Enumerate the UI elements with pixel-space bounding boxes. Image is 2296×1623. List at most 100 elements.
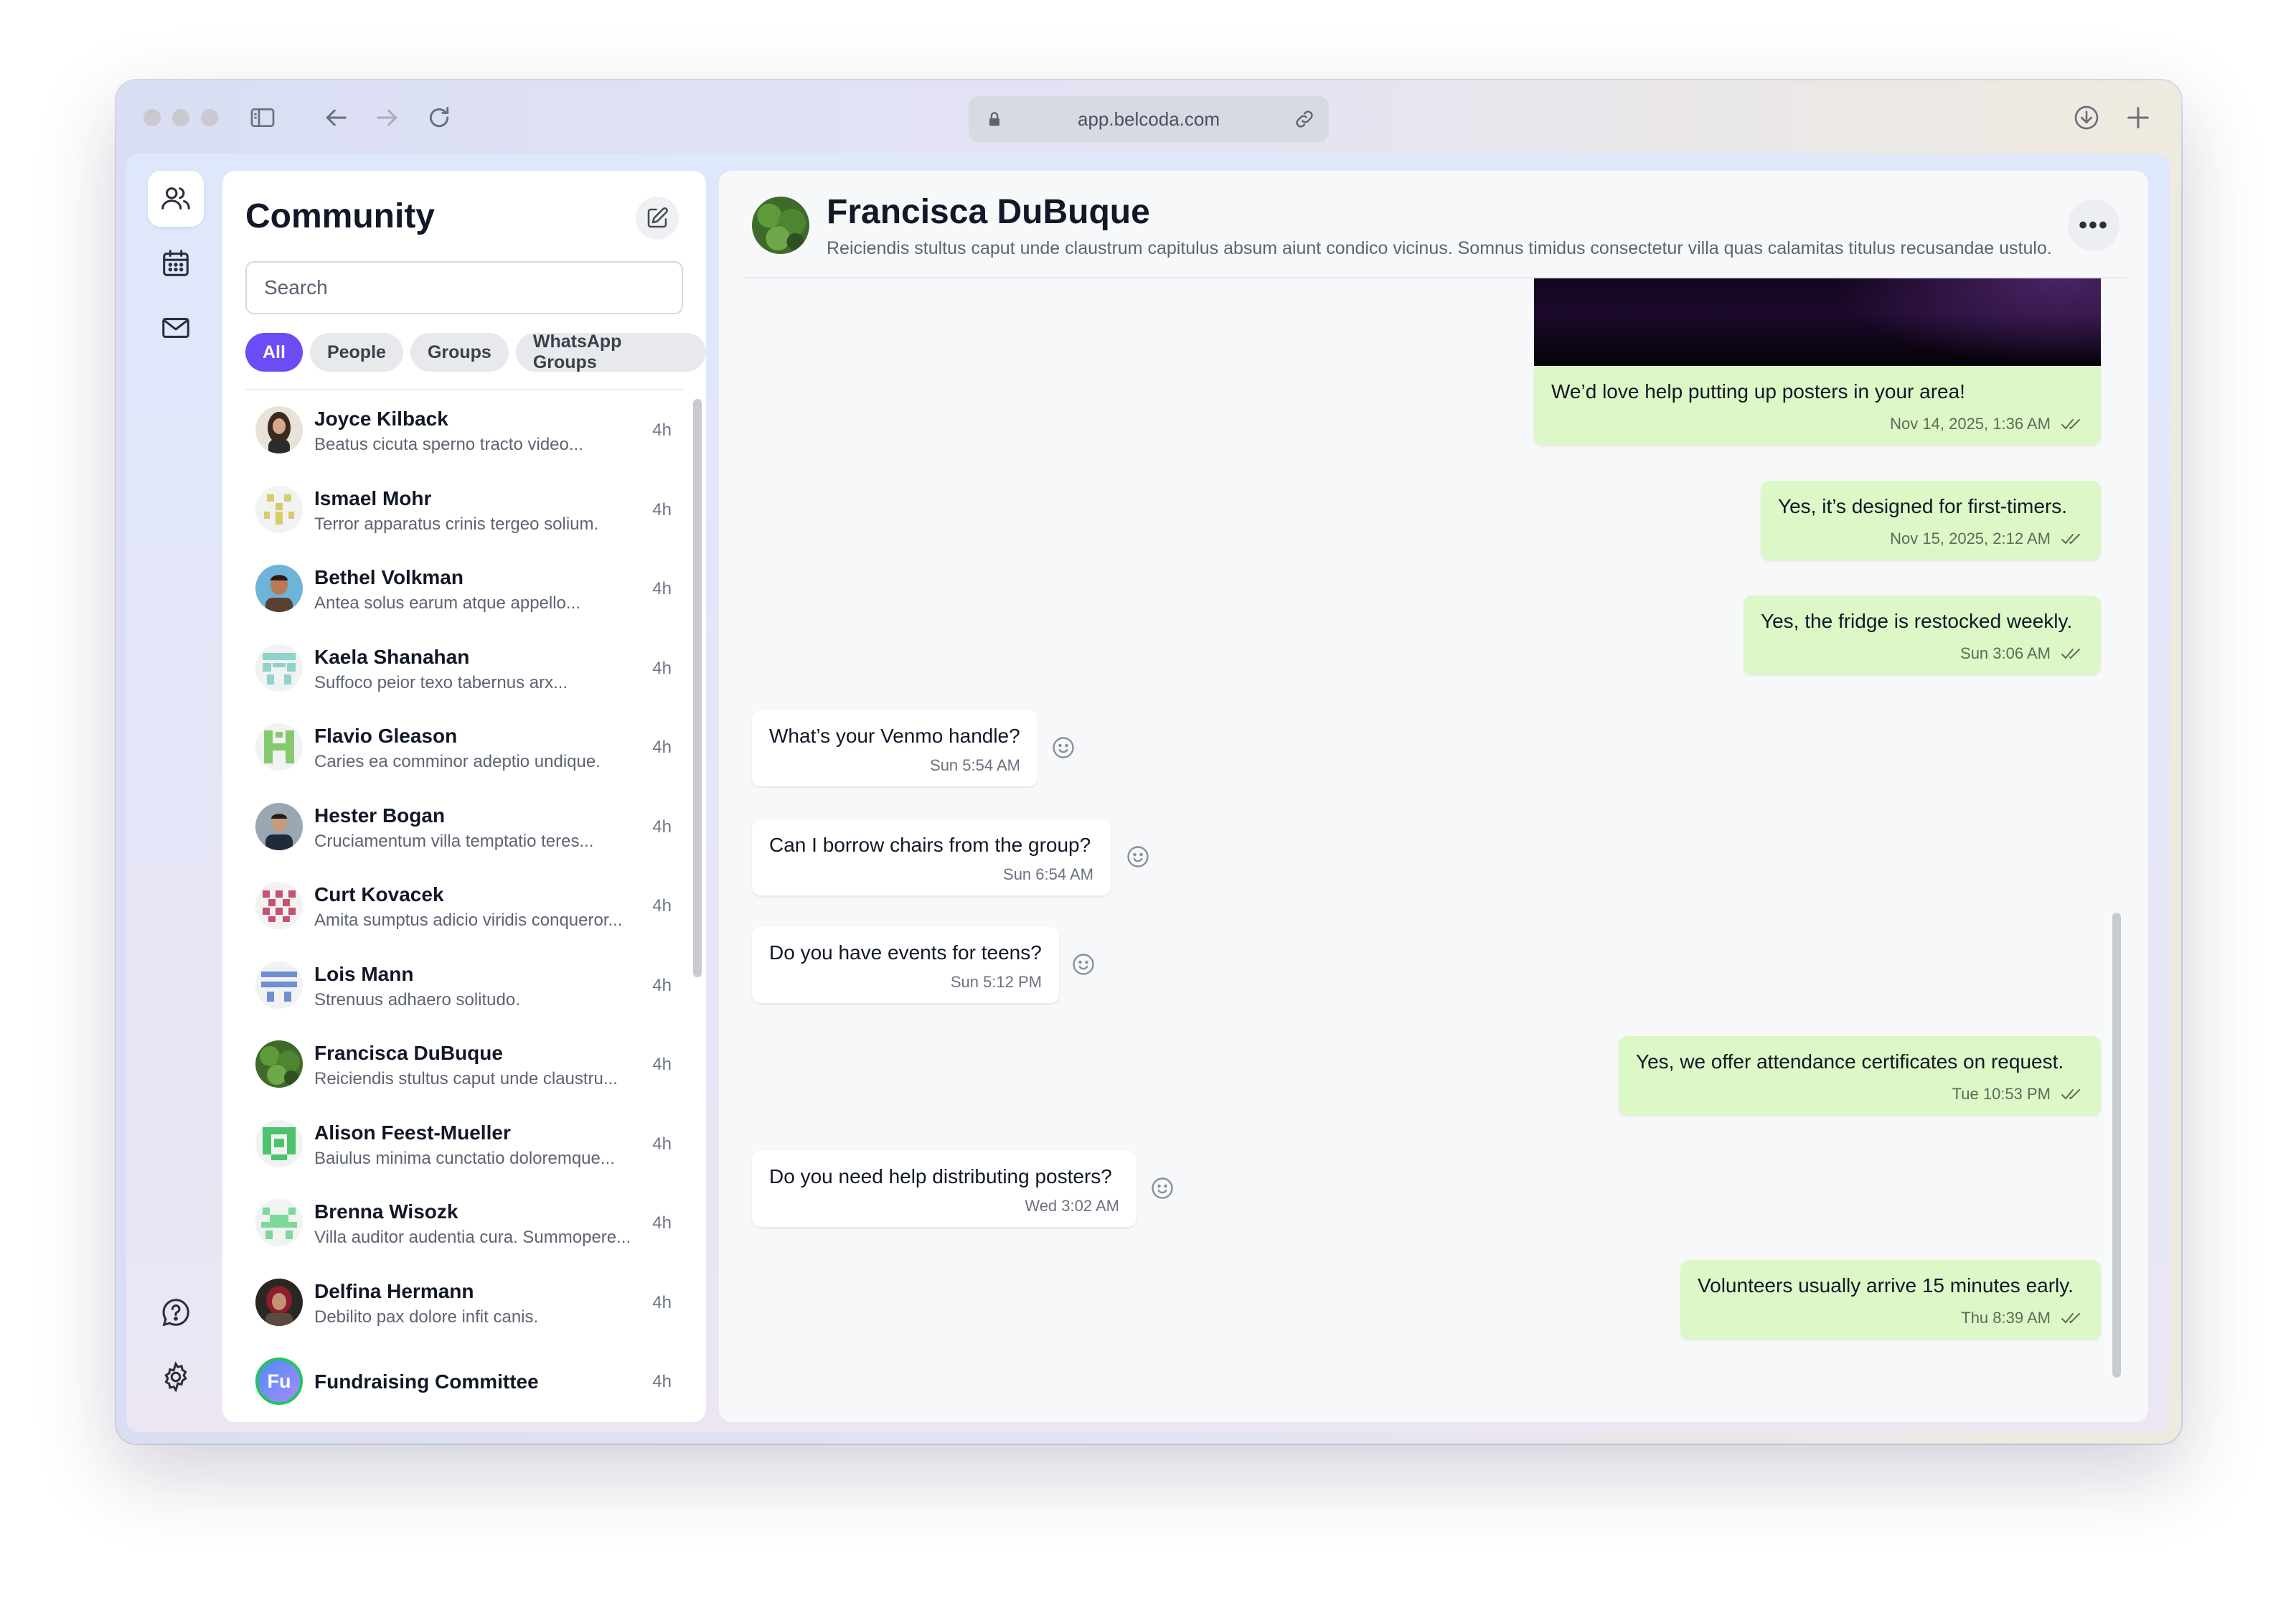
list-item[interactable]: Alison Feest-Mueller Baiulus minima cunc… [222, 1104, 689, 1184]
contact-name: Kaela Shanahan [314, 645, 470, 668]
conversation-list: Joyce Kilback Beatus cicuta sperno tract… [222, 390, 689, 1422]
message-bubble-outgoing[interactable]: Volunteers usually arrive 15 minutes ear… [1680, 1260, 2101, 1339]
emoji-reaction-icon[interactable] [1071, 951, 1096, 977]
gear-icon [164, 1361, 187, 1393]
avatar[interactable] [752, 197, 809, 254]
contact-name: Hester Bogan [314, 804, 446, 827]
list-item[interactable]: Fu Fundraising Committee 4h [222, 1342, 689, 1421]
mail-icon [162, 318, 189, 338]
message-meta: Sun 6:54 AM [1003, 865, 1093, 884]
link-icon[interactable] [1293, 108, 1316, 131]
timestamp: 4h [652, 1372, 672, 1391]
timestamp: 4h [652, 1055, 672, 1074]
url-text: app.belcoda.com [1077, 108, 1220, 130]
list-item[interactable]: Francisca DuBuque Reiciendis stultus cap… [222, 1025, 689, 1104]
timestamp: 4h [652, 420, 672, 440]
list-item[interactable]: Flavio Gleason Caries ea comminor adepti… [222, 707, 689, 787]
timestamp: 4h [652, 1292, 672, 1312]
avatar [255, 723, 303, 771]
address-bar[interactable]: app.belcoda.com [969, 96, 1329, 142]
message-bubble-incoming[interactable]: What’s your Venmo handle? Sun 5:54 AM [752, 710, 1038, 786]
filter-people[interactable]: People [309, 333, 403, 372]
timestamp: 4h [652, 499, 672, 519]
list-item[interactable]: Delfina Hermann Debilito pax dolore infi… [222, 1263, 689, 1342]
message-preview: Baiulus minima cunctatio doloremque... [314, 1148, 615, 1168]
message-bubble-outgoing[interactable]: Yes, it’s designed for first-timers. Nov… [1761, 481, 2101, 560]
compose-button[interactable] [636, 197, 679, 240]
message-preview: Debilito pax dolore infit canis. [314, 1307, 539, 1327]
message-text: Do you have events for teens? [769, 941, 1042, 964]
media-attachment[interactable] [1534, 278, 2101, 366]
message-bubble-incoming[interactable]: Do you have events for teens? Sun 5:12 P… [752, 927, 1059, 1003]
list-item[interactable]: Lois Mann Strenuus adhaero solitudo. 4h [222, 946, 689, 1025]
avatar: Fu [255, 1358, 303, 1405]
minimize-window-button[interactable] [172, 109, 189, 126]
emoji-reaction-icon[interactable] [1149, 1175, 1175, 1201]
message-preview: Strenuus adhaero solitudo. [314, 989, 520, 1010]
message-time: Sun 6:54 AM [1003, 865, 1093, 883]
filter-whatsapp-groups[interactable]: WhatsApp Groups [515, 331, 706, 372]
forward-arrow-icon[interactable] [370, 100, 405, 135]
lock-icon [989, 112, 999, 126]
avatar [255, 1040, 303, 1088]
double-check-icon [2061, 1313, 2080, 1324]
message-preview: Beatus cicuta sperno tracto video... [314, 435, 583, 454]
message-text: We’d love help putting up posters in you… [1551, 380, 1965, 403]
double-check-icon [2061, 534, 2080, 545]
sidebar-toggle-icon[interactable] [245, 100, 280, 135]
download-icon[interactable] [2069, 100, 2104, 135]
nav-events-button[interactable] [148, 235, 204, 291]
new-tab-icon[interactable] [2121, 100, 2155, 135]
back-arrow-icon[interactable] [319, 100, 353, 135]
message-text: Yes, the fridge is restocked weekly. [1761, 610, 2073, 632]
search-input[interactable] [245, 261, 683, 314]
emoji-reaction-icon[interactable] [1050, 735, 1076, 761]
conversation-description: Reiciendis stultus caput unde claustrum … [827, 238, 2052, 258]
help-button[interactable] [148, 1284, 204, 1340]
avatar [255, 1119, 303, 1167]
timestamp: 4h [652, 658, 672, 678]
list-item[interactable]: Brenna Wisozk Villa auditor audentia cur… [222, 1183, 689, 1263]
message-time: Nov 14, 2025, 1:36 AM [1890, 415, 2051, 433]
zoom-window-button[interactable] [201, 109, 218, 126]
avatar [255, 802, 303, 850]
window-controls [144, 109, 218, 126]
contact-name: Bethel Volkman [314, 566, 464, 588]
page-title: Community [245, 197, 435, 235]
emoji-reaction-icon[interactable] [1125, 844, 1151, 870]
more-options-button[interactable]: ••• [2068, 199, 2119, 251]
list-item[interactable]: Bethel Volkman Antea solus earum atque a… [222, 549, 689, 629]
list-item[interactable]: Hester Bogan Cruciamentum villa temptati… [222, 787, 689, 867]
message-bubble-outgoing[interactable]: Yes, we offer attendance certificates on… [1619, 1036, 2101, 1115]
conversation-scrollbar[interactable] [2112, 913, 2121, 1378]
contact-name: Lois Mann [314, 962, 414, 985]
list-item[interactable]: Curt Kovacek Amita sumptus adicio viridi… [222, 866, 689, 946]
community-panel: Community All People Groups WhatsApp Gro… [222, 171, 706, 1422]
message-meta: Nov 15, 2025, 2:12 AM [1890, 530, 2084, 548]
conversation-title: Francisca DuBuque [827, 193, 1150, 231]
filter-groups[interactable]: Groups [410, 333, 509, 372]
contact-name: Francisca DuBuque [314, 1042, 503, 1064]
conversation-panel: Francisca DuBuque Reiciendis stultus cap… [719, 171, 2148, 1422]
message-bubble-incoming[interactable]: Can I borrow chairs from the group? Sun … [752, 819, 1111, 895]
message-bubble-outgoing[interactable]: We’d love help putting up posters in you… [1534, 366, 2101, 445]
double-check-icon [2061, 1089, 2080, 1100]
message-preview: Villa auditor audentia cura. Summopere..… [314, 1228, 631, 1247]
list-scrollbar[interactable] [693, 399, 702, 977]
reload-icon[interactable] [422, 100, 456, 135]
contact-name: Alison Feest-Mueller [314, 1121, 511, 1144]
settings-button[interactable] [148, 1349, 204, 1405]
message-preview: Suffoco peior texo tabernus arx... [314, 672, 568, 692]
list-item[interactable]: Ismael Mohr Terror apparatus crinis terg… [222, 470, 689, 550]
message-meta: Sun 5:12 PM [951, 973, 1042, 992]
list-item[interactable]: Joyce Kilback Beatus cicuta sperno tract… [222, 390, 689, 470]
message-bubble-incoming[interactable]: Do you need help distributing posters? W… [752, 1151, 1137, 1227]
nav-community-button[interactable] [148, 171, 204, 227]
timestamp: 4h [652, 817, 672, 837]
nav-mail-button[interactable] [148, 300, 204, 356]
contact-name: Flavio Gleason [314, 725, 458, 747]
filter-all[interactable]: All [245, 333, 303, 372]
close-window-button[interactable] [144, 109, 161, 126]
list-item[interactable]: Kaela Shanahan Suffoco peior texo tabern… [222, 629, 689, 708]
message-bubble-outgoing[interactable]: Yes, the fridge is restocked weekly. Sun… [1744, 596, 2101, 674]
